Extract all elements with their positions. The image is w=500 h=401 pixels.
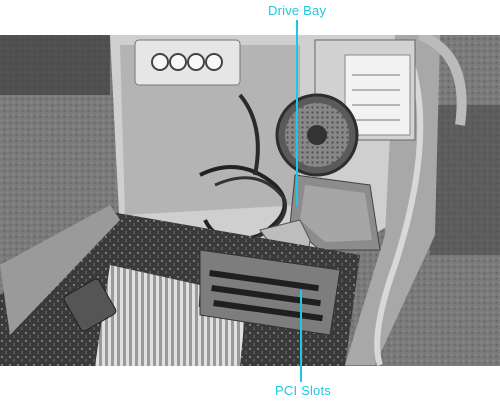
case-side-wall	[345, 35, 440, 365]
psu-label	[344, 54, 411, 136]
drive-bay-leader-line	[296, 20, 298, 206]
photo-illustration	[0, 35, 500, 366]
case-top-handle	[417, 35, 467, 126]
pci-slots-label: PCI Slots	[275, 383, 331, 398]
pci-slot-2	[211, 285, 321, 307]
door-sticker	[63, 278, 117, 332]
drive-bay-label: Drive Bay	[268, 3, 327, 18]
dark-furniture	[0, 35, 110, 95]
computer-interior-photo	[0, 35, 500, 366]
right-shadow	[430, 105, 500, 255]
case-handle	[374, 43, 424, 366]
door-edge	[0, 205, 120, 335]
pci-slot-1	[209, 270, 319, 292]
pci-slot-3	[213, 300, 323, 322]
pci-slots-leader-line	[300, 290, 302, 382]
